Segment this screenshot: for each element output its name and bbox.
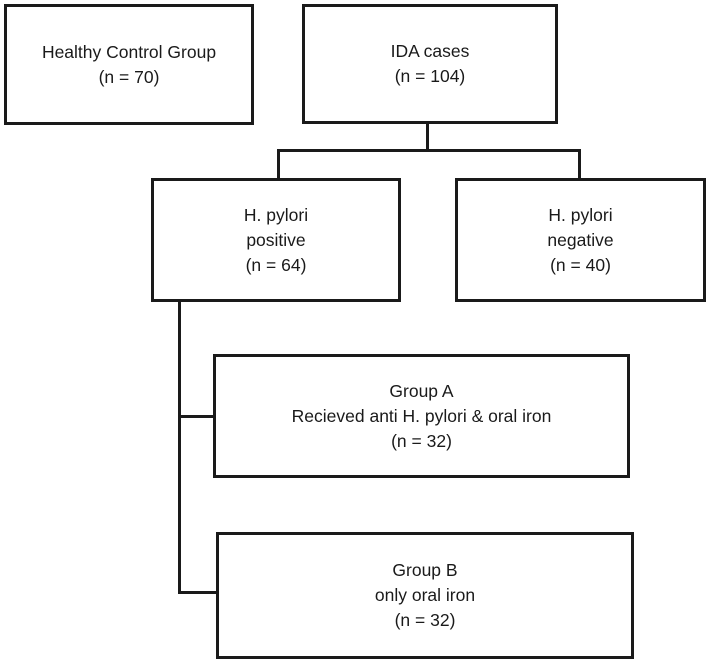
box-positive-line-1: H. pylori (243, 204, 309, 225)
connector-drop-positive (277, 149, 280, 181)
box-hpylori-negative: H. pylori negative (n = 40) (455, 178, 706, 302)
connector-branch-horizontal (277, 149, 581, 152)
box-negative-line-1: H. pylori (548, 204, 613, 225)
box-healthy-control-group: Healthy Control Group (n = 70) (4, 4, 254, 125)
box-ida-line-1: IDA cases (390, 41, 470, 61)
box-group-a: Group A Recieved anti H. pylori & oral i… (213, 354, 630, 478)
box-group-b-line-3: (n = 32) (394, 610, 456, 630)
box-healthy-line-2: (n = 70) (98, 66, 160, 87)
box-positive-line-3: (n = 64) (245, 254, 307, 275)
connector-stub-group-a (178, 415, 216, 418)
box-hpylori-positive: H. pylori positive (n = 64) (151, 178, 401, 302)
box-healthy-line-1: Healthy Control Group (41, 41, 217, 62)
box-group-a-line-1: Group A (389, 380, 454, 401)
connector-stub-group-b (178, 591, 219, 594)
box-group-b-line-1: Group B (392, 560, 458, 580)
box-ida-line-2: (n = 104) (394, 66, 466, 86)
box-ida-cases: IDA cases (n = 104) (302, 4, 558, 124)
connector-positive-stem (178, 300, 181, 594)
box-group-a-line-3: (n = 32) (391, 430, 452, 451)
connector-ida-stem (426, 122, 429, 152)
box-group-b-line-2: only oral iron (374, 585, 476, 605)
connector-drop-negative (578, 149, 581, 181)
box-group-b: Group B only oral iron (n = 32) (216, 532, 634, 659)
box-negative-line-3: (n = 40) (550, 254, 611, 275)
box-group-a-line-2: Recieved anti H. pylori & oral iron (291, 405, 552, 426)
box-negative-line-2: negative (547, 229, 614, 250)
box-positive-line-2: positive (246, 229, 306, 250)
